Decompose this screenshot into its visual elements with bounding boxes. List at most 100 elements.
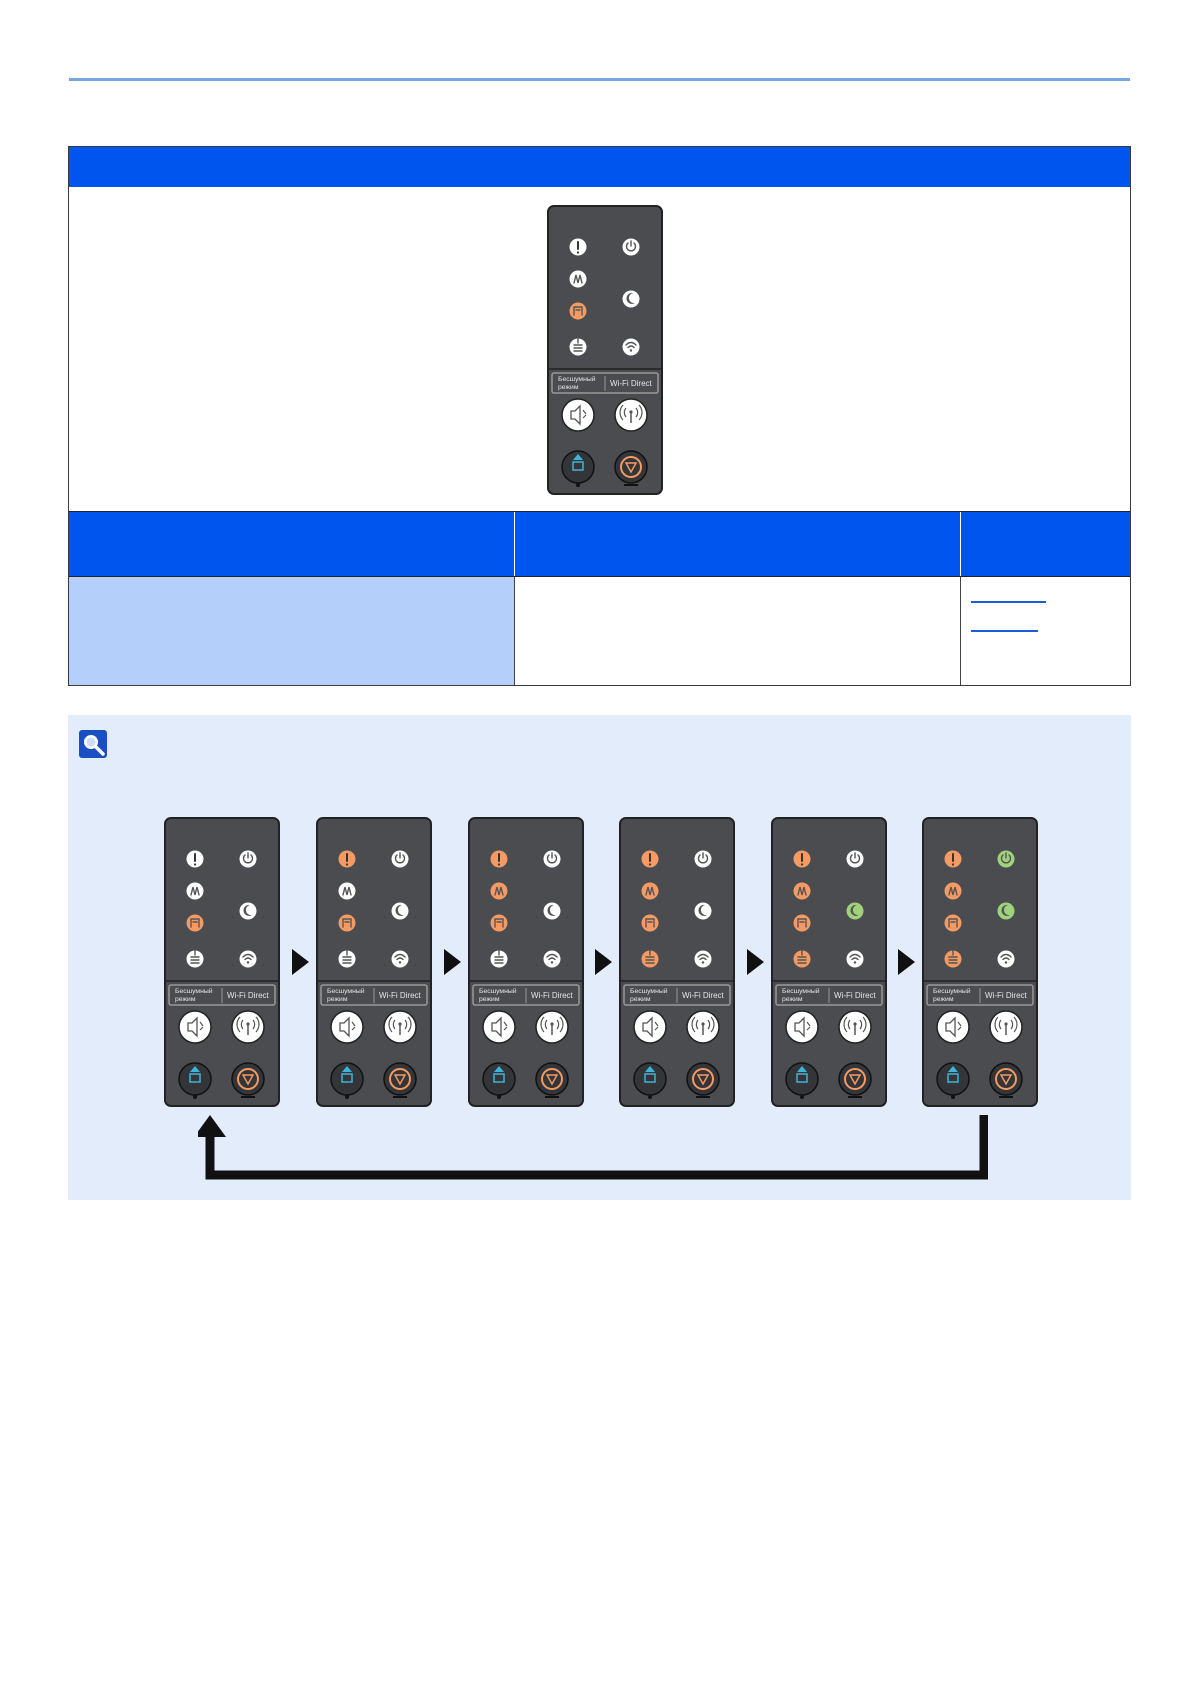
quiet-mode-label-2: режим	[479, 996, 500, 1003]
stop-button[interactable]	[838, 1062, 872, 1098]
sequence-step-5: Бесшумный режим Wi-Fi Direct	[771, 817, 887, 1107]
quiet-mode-button[interactable]	[482, 1010, 516, 1044]
wifi-direct-label: Wi-Fi Direct	[834, 991, 877, 1000]
wifi-led	[543, 950, 561, 968]
attention-led	[944, 850, 962, 868]
wifi-direct-button[interactable]	[535, 1010, 569, 1044]
wifi-direct-button[interactable]	[614, 398, 648, 432]
start-button[interactable]	[633, 1062, 667, 1099]
start-button[interactable]	[178, 1062, 212, 1099]
sequence-step-4: Бесшумный режим Wi-Fi Direct	[619, 817, 735, 1107]
paper-jam-led	[490, 882, 508, 900]
wifi-direct-button[interactable]	[989, 1010, 1023, 1044]
sleep-led	[239, 902, 257, 920]
wifi-led	[391, 950, 409, 968]
sequence-arrow-1	[292, 949, 309, 975]
sequence-step-1: Бесшумный режим Wi-Fi Direct	[164, 817, 280, 1107]
quiet-mode-button[interactable]	[936, 1010, 970, 1044]
note-box: Бесшумный режим Wi-Fi Direct	[68, 715, 1131, 1200]
toner-led	[338, 914, 356, 932]
label-strip: Бесшумный режим Wi-Fi Direct	[168, 984, 276, 1006]
quiet-mode-label: Бесшумный	[933, 987, 971, 995]
attention-led	[186, 850, 204, 868]
quiet-mode-button[interactable]	[178, 1010, 212, 1044]
ready-led	[997, 850, 1015, 868]
start-button[interactable]	[936, 1062, 970, 1099]
quiet-mode-label-2: режим	[558, 384, 579, 391]
attention-led	[569, 238, 587, 256]
wifi-direct-label: Wi-Fi Direct	[985, 991, 1028, 1000]
quiet-mode-button[interactable]	[785, 1010, 819, 1044]
wifi-led	[846, 950, 864, 968]
attention-led	[338, 850, 356, 868]
wifi-direct-label: Wi-Fi Direct	[379, 991, 422, 1000]
label-strip: Бесшумный режим Wi-Fi Direct	[775, 984, 883, 1006]
paper-jam-led	[186, 882, 204, 900]
label-strip: Бесшумный режим Wi-Fi Direct	[551, 372, 659, 394]
paper-led	[944, 950, 962, 968]
table-image-row: Бесшумный режим Wi-Fi Direct	[69, 187, 1130, 511]
attention-led	[641, 850, 659, 868]
stop-button[interactable]	[614, 450, 648, 486]
sleep-led	[543, 902, 561, 920]
stop-button[interactable]	[989, 1062, 1023, 1098]
sleep-led	[694, 902, 712, 920]
sleep-led	[622, 290, 640, 308]
ready-led	[622, 238, 640, 256]
wifi-direct-button[interactable]	[838, 1010, 872, 1044]
wifi-direct-label: Wi-Fi Direct	[531, 991, 574, 1000]
paper-jam-led	[338, 882, 356, 900]
attention-led	[793, 850, 811, 868]
toner-led	[490, 914, 508, 932]
label-strip: Бесшумный режим Wi-Fi Direct	[472, 984, 580, 1006]
wifi-direct-label: Wi-Fi Direct	[610, 379, 653, 388]
toner-led	[569, 302, 587, 320]
wifi-led	[239, 950, 257, 968]
stop-button[interactable]	[383, 1062, 417, 1098]
start-button[interactable]	[482, 1062, 516, 1099]
quiet-mode-button[interactable]	[330, 1010, 364, 1044]
paper-led	[641, 950, 659, 968]
stop-button[interactable]	[686, 1062, 720, 1098]
sequence-step-6: Бесшумный режим Wi-Fi Direct	[922, 817, 1038, 1107]
ready-led	[694, 850, 712, 868]
table-row	[69, 577, 1130, 685]
quiet-mode-label-2: режим	[630, 996, 651, 1003]
ready-led	[391, 850, 409, 868]
wifi-direct-label: Wi-Fi Direct	[227, 991, 270, 1000]
quiet-mode-label: Бесшумный	[630, 987, 668, 995]
reference-link-1[interactable]	[971, 601, 1046, 603]
toner-led	[186, 914, 204, 932]
quiet-mode-label: Бесшумный	[558, 375, 596, 383]
wifi-led	[997, 950, 1015, 968]
quiet-mode-button[interactable]	[561, 398, 595, 432]
quiet-mode-label: Бесшумный	[782, 987, 820, 995]
sleep-led	[391, 902, 409, 920]
stop-button[interactable]	[535, 1062, 569, 1098]
paper-led	[569, 338, 587, 356]
operation-panel-main: Бесшумный режим Wi-Fi Direct	[547, 205, 663, 495]
wifi-direct-button[interactable]	[231, 1010, 265, 1044]
toner-led	[793, 914, 811, 932]
toner-led	[641, 914, 659, 932]
wifi-direct-button[interactable]	[383, 1010, 417, 1044]
wifi-led	[694, 950, 712, 968]
quiet-mode-label-2: режим	[327, 996, 348, 1003]
quiet-mode-label-2: режим	[175, 996, 196, 1003]
stop-button[interactable]	[231, 1062, 265, 1098]
start-button[interactable]	[330, 1062, 364, 1099]
start-button[interactable]	[785, 1062, 819, 1099]
indicator-table: Бесшумный режим Wi-Fi Direct	[68, 146, 1131, 686]
sequence-arrow-4	[747, 949, 764, 975]
attention-led	[490, 850, 508, 868]
quiet-mode-button[interactable]	[633, 1010, 667, 1044]
label-strip: Бесшумный режим Wi-Fi Direct	[926, 984, 1034, 1006]
reference-link-2[interactable]	[971, 630, 1038, 632]
table-cell-status	[515, 577, 961, 685]
paper-led	[490, 950, 508, 968]
quiet-mode-label: Бесшумный	[175, 987, 213, 995]
sleep-led	[846, 902, 864, 920]
wifi-direct-button[interactable]	[686, 1010, 720, 1044]
start-button[interactable]	[561, 450, 595, 487]
paper-led	[338, 950, 356, 968]
